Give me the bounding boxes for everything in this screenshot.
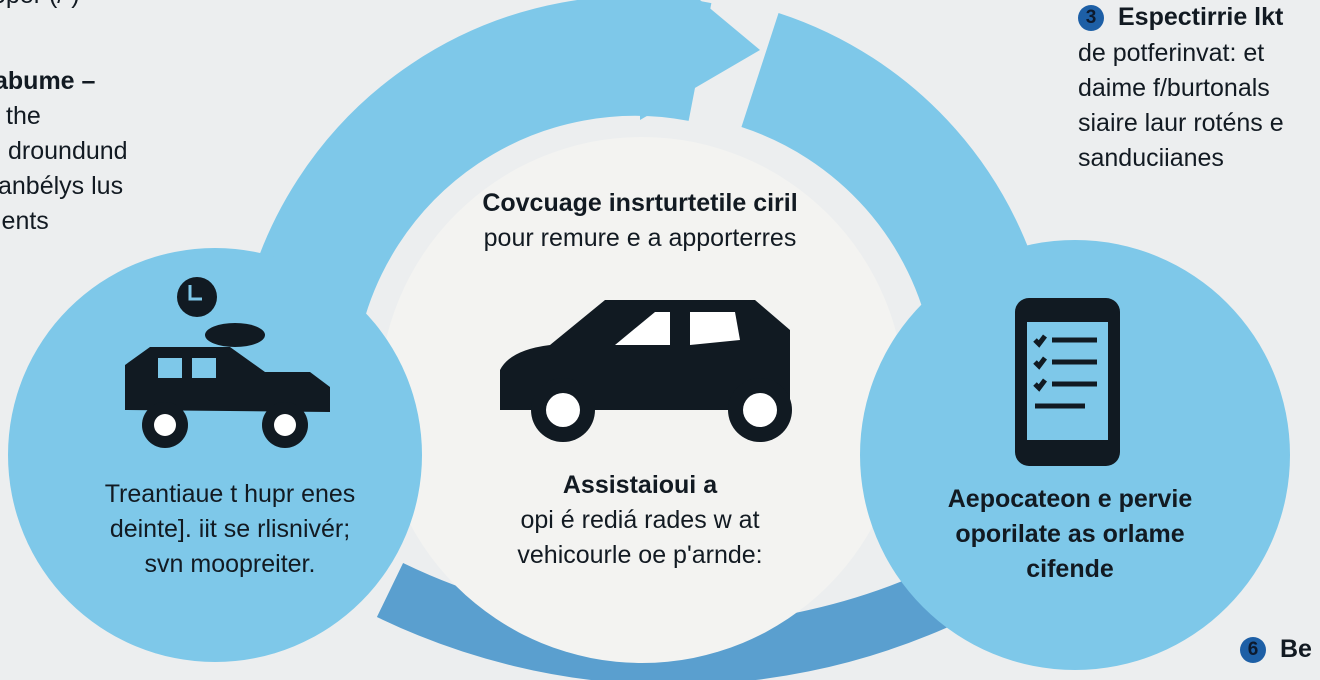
top-right-line: sanduciianes <box>1078 144 1224 172</box>
center-sub-line: opi é rediá rades w at <box>520 506 760 534</box>
left-circle-line: svn moopreiter. <box>144 550 316 578</box>
top-left-line: the <box>6 102 41 130</box>
top-right-title-row: 3 Espectirrie lkt <box>1078 0 1283 35</box>
center-subtitle: Assistaioui a <box>562 471 718 499</box>
cycle-ring <box>241 0 712 343</box>
center-heading-regular: pour remure e a apporterres <box>483 224 797 252</box>
right-circle-line: oporilate as orlame <box>955 520 1185 548</box>
center-sub-line: vehicourle oe p'arnde: <box>517 541 763 569</box>
step-badge-6: 6 <box>1240 637 1266 663</box>
right-circle-line: Aepocateon e pervie <box>947 485 1193 513</box>
left-circle-line: Treantiaue t hupr enes <box>104 480 356 508</box>
top-left-title: abume – <box>0 67 96 95</box>
top-left-line: anbélys lus <box>0 172 124 200</box>
car-person-icon <box>125 277 330 448</box>
bottom-right-title-row: 6 Be <box>1240 632 1312 667</box>
car-icon <box>500 300 792 442</box>
top-right-title: Espectirrie lkt <box>1118 3 1284 31</box>
bottom-right-title: Be <box>1280 635 1312 663</box>
top-right-line: daime f/burtonals <box>1078 74 1270 102</box>
left-circle-line: deinte]. iit se rlisnivér; <box>109 515 351 543</box>
center-heading-bold: Covcuage insrturtetile ciril <box>482 189 798 217</box>
right-circle-line: cifende <box>1026 555 1114 583</box>
top-right-line: de potferinvat: et <box>1078 39 1265 67</box>
top-left-line: ients <box>0 207 49 235</box>
phone-checklist-icon <box>1015 298 1120 466</box>
top-left-cut-line: oper (/ ) <box>0 0 80 13</box>
left-circle <box>8 248 422 662</box>
top-right-line: siaire laur roténs e <box>1078 109 1284 137</box>
step-badge-3: 3 <box>1078 5 1104 31</box>
top-left-line: droundund <box>8 137 128 165</box>
arrow-head-icon <box>640 0 760 120</box>
